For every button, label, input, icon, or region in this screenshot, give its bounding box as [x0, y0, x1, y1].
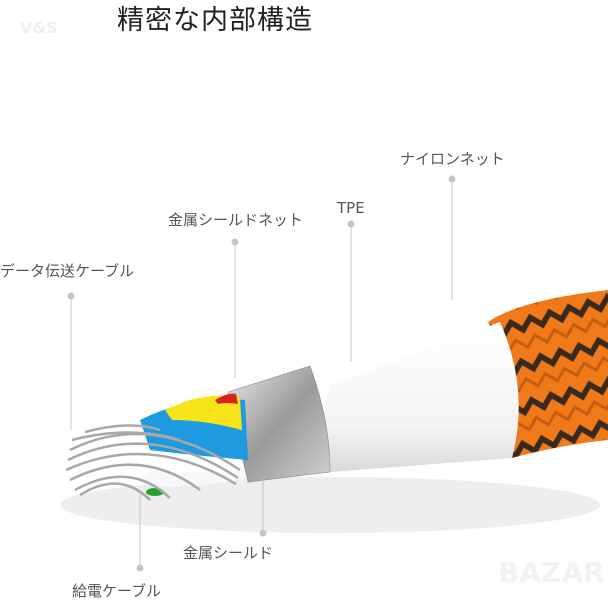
leader-dots [67, 175, 456, 572]
label-power-cable: 給電ケーブル [72, 582, 162, 600]
wire-red [215, 393, 238, 404]
wire-yellow [165, 395, 242, 430]
label-metal-shield-net: 金属シールドネット [168, 211, 304, 229]
watermark-top-left: V&S [20, 18, 58, 37]
label-data-cable: データ伝送ケーブル [0, 262, 135, 280]
label-metal-shield: 金属シールド [183, 544, 274, 562]
leader-lines [70, 179, 453, 568]
watermark-bottom-right: BAZAR [498, 556, 605, 589]
page-title: 精密な内部構造 [117, 5, 313, 36]
copper-strands [65, 424, 241, 501]
tpe-jacket [324, 322, 519, 472]
cable-shadow [60, 477, 600, 533]
label-tpe: TPE [337, 199, 365, 217]
label-nylon-net: ナイロンネット [400, 150, 505, 168]
